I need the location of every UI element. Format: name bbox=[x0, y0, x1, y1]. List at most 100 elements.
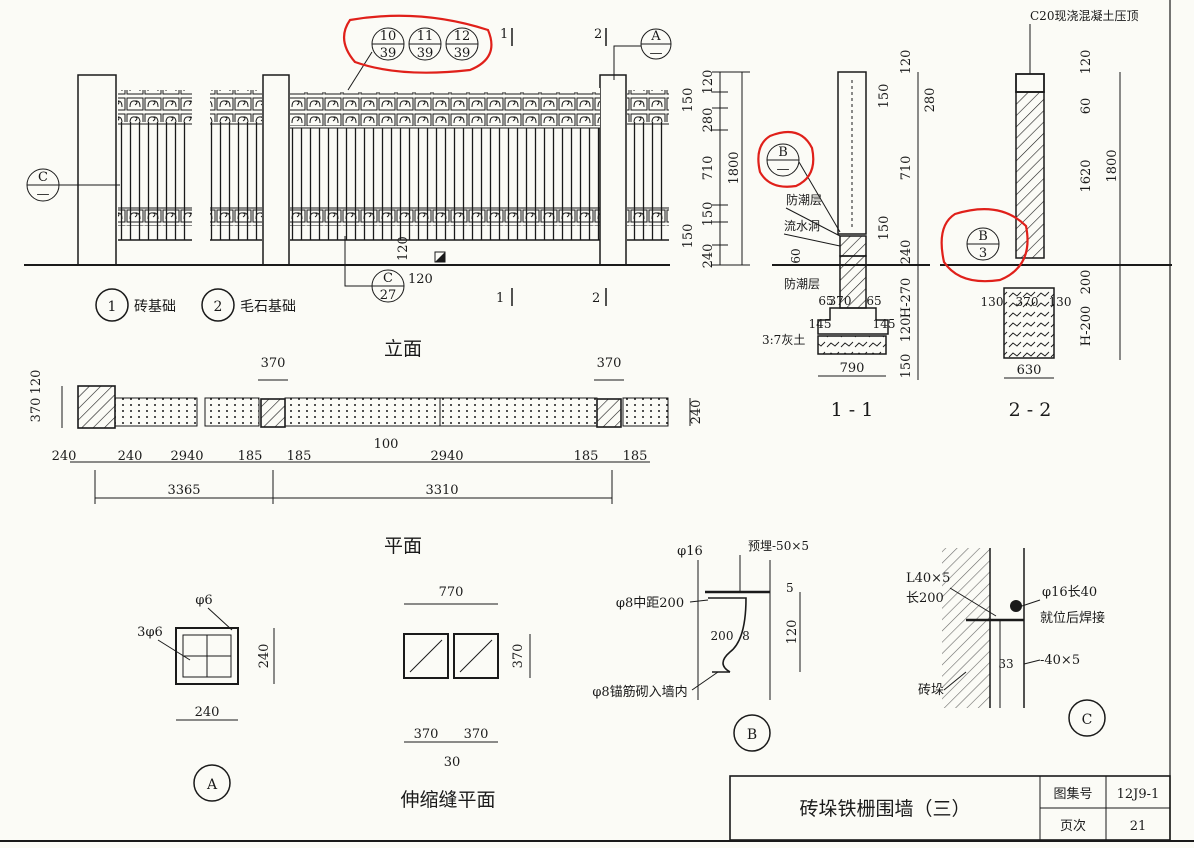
svg-text:370: 370 bbox=[829, 294, 852, 308]
section-mark-1: 1 bbox=[500, 27, 508, 42]
svg-text:240: 240 bbox=[52, 449, 77, 464]
svg-text:370: 370 bbox=[597, 356, 622, 371]
svg-text:3365: 3365 bbox=[167, 483, 200, 498]
detail-b-label: B bbox=[747, 727, 757, 743]
svg-text:12: 12 bbox=[454, 29, 471, 44]
fence-panel bbox=[290, 88, 600, 241]
svg-text:185: 185 bbox=[574, 449, 599, 464]
svg-text:770: 770 bbox=[439, 585, 464, 600]
detail-ref-12-39: 12 39 bbox=[445, 27, 479, 61]
section-2-title: 2 - 2 bbox=[1009, 399, 1052, 421]
svg-text:C: C bbox=[383, 271, 393, 286]
section-1-1: B — 防潮层 流水洞 防潮层 3:7灰土 60 370 65 65 145 1… bbox=[757, 50, 938, 421]
joint-plan-title: 伸缩缝平面 bbox=[400, 789, 495, 811]
section-mark-2-bottom: 2 bbox=[592, 291, 600, 306]
svg-text:65: 65 bbox=[818, 294, 833, 308]
detail-c-label: C bbox=[1082, 712, 1093, 728]
svg-text:120: 120 bbox=[899, 50, 914, 75]
svg-text:2940: 2940 bbox=[170, 449, 203, 464]
svg-text:185: 185 bbox=[238, 449, 263, 464]
plan-title: 平面 bbox=[384, 535, 422, 557]
svg-text:185: 185 bbox=[623, 449, 648, 464]
dpc-top-label: 防潮层 bbox=[786, 192, 822, 207]
svg-text:39: 39 bbox=[417, 46, 434, 61]
detail-ref-c-27: C 27 bbox=[344, 236, 405, 303]
expansion-joint-plan: 770 370 370 370 30 伸缩缝平面 bbox=[400, 585, 531, 811]
svg-text:L40×5: L40×5 bbox=[906, 571, 950, 586]
svg-text:长200: 长200 bbox=[906, 591, 944, 606]
svg-text:5: 5 bbox=[786, 581, 794, 595]
svg-text:3310: 3310 bbox=[425, 483, 458, 498]
red-highlight-circle bbox=[343, 14, 493, 74]
svg-text:φ16长40: φ16长40 bbox=[1042, 585, 1097, 600]
page-number: 21 bbox=[1130, 819, 1147, 834]
svg-text:1620: 1620 bbox=[1079, 159, 1094, 192]
pier-left bbox=[77, 74, 117, 266]
svg-text:370: 370 bbox=[29, 398, 44, 423]
fence-panel bbox=[118, 88, 192, 241]
callout-b-bottom: — bbox=[777, 162, 790, 177]
svg-text:φ6: φ6 bbox=[195, 593, 212, 608]
svg-text:370: 370 bbox=[261, 356, 286, 371]
svg-text:240: 240 bbox=[899, 240, 914, 265]
svg-text:-40×5: -40×5 bbox=[1040, 653, 1080, 668]
svg-text:27: 27 bbox=[380, 288, 397, 303]
detail-a-label: A bbox=[206, 777, 218, 793]
svg-text:39: 39 bbox=[454, 46, 471, 61]
svg-text:200: 200 bbox=[1079, 270, 1094, 295]
svg-text:100: 100 bbox=[374, 437, 399, 452]
svg-text:145: 145 bbox=[809, 317, 832, 331]
elevation-right-dims: 120 150 280 710 150 150 240 1800 bbox=[681, 70, 750, 269]
atlas-number: 12J9-1 bbox=[1117, 787, 1160, 802]
svg-text:1800: 1800 bbox=[1105, 149, 1120, 182]
svg-text:10: 10 bbox=[380, 29, 397, 44]
elevation-view: 10 39 11 39 12 39 1 2 1 2 A — bbox=[24, 14, 750, 360]
svg-text:—: — bbox=[37, 187, 50, 202]
callout-b-bottom: 3 bbox=[979, 246, 987, 261]
callout-b-top: B bbox=[778, 145, 788, 160]
svg-text:370: 370 bbox=[1016, 295, 1039, 309]
red-highlight-circle bbox=[757, 130, 815, 188]
svg-text:710: 710 bbox=[701, 156, 716, 181]
section-mark-2: 2 bbox=[594, 27, 602, 42]
page-label: 页次 bbox=[1060, 818, 1086, 834]
svg-text:预埋-50×5: 预埋-50×5 bbox=[748, 539, 809, 553]
svg-text:砖垛: 砖垛 bbox=[918, 683, 944, 698]
svg-text:630: 630 bbox=[1017, 363, 1042, 378]
svg-text:200: 200 bbox=[711, 629, 734, 643]
foundation-2-label: 毛石基础 bbox=[240, 298, 296, 315]
lime-soil-label: 3:7灰土 bbox=[762, 333, 805, 347]
plan-pier bbox=[596, 398, 622, 428]
section-2-2: C20现浇混凝土压顶 B 3 120 60 1620 1800 200 H-20… bbox=[940, 8, 1172, 421]
weep-hole-label: 流水洞 bbox=[784, 219, 820, 233]
cap-note: C20现浇混凝土压顶 bbox=[1030, 8, 1138, 23]
svg-text:A: A bbox=[650, 29, 661, 44]
foundation-1-label: 砖基础 bbox=[134, 298, 176, 315]
svg-text:120: 120 bbox=[1079, 50, 1094, 75]
svg-text:2940: 2940 bbox=[430, 449, 463, 464]
svg-text:120: 120 bbox=[899, 318, 914, 343]
svg-text:120: 120 bbox=[29, 370, 44, 395]
svg-text:150: 150 bbox=[877, 216, 892, 241]
svg-text:30: 30 bbox=[444, 755, 461, 770]
svg-text:1800: 1800 bbox=[727, 151, 742, 184]
svg-text:185: 185 bbox=[287, 449, 312, 464]
svg-text:240: 240 bbox=[195, 705, 220, 720]
pier-right bbox=[599, 74, 627, 266]
svg-text:145: 145 bbox=[873, 317, 896, 331]
fence-panel bbox=[627, 88, 669, 241]
svg-text:710: 710 bbox=[899, 156, 914, 181]
atlas-label: 图集号 bbox=[1053, 786, 1092, 802]
svg-text:370: 370 bbox=[511, 644, 526, 669]
svg-text:150: 150 bbox=[899, 354, 914, 379]
red-highlight-circle bbox=[940, 208, 1029, 283]
svg-text:240: 240 bbox=[118, 449, 143, 464]
svg-text:280: 280 bbox=[923, 88, 938, 113]
svg-text:150: 150 bbox=[681, 88, 696, 113]
drawing-title: 砖垛铁栅围墙（三） bbox=[799, 798, 970, 820]
svg-text:240: 240 bbox=[701, 244, 716, 269]
svg-text:H-270: H-270 bbox=[899, 278, 914, 319]
svg-text:60: 60 bbox=[789, 248, 803, 263]
svg-text:65: 65 bbox=[866, 294, 881, 308]
plan-view: 120 370 240 370 370 240 240 2940 185 185… bbox=[29, 356, 704, 557]
